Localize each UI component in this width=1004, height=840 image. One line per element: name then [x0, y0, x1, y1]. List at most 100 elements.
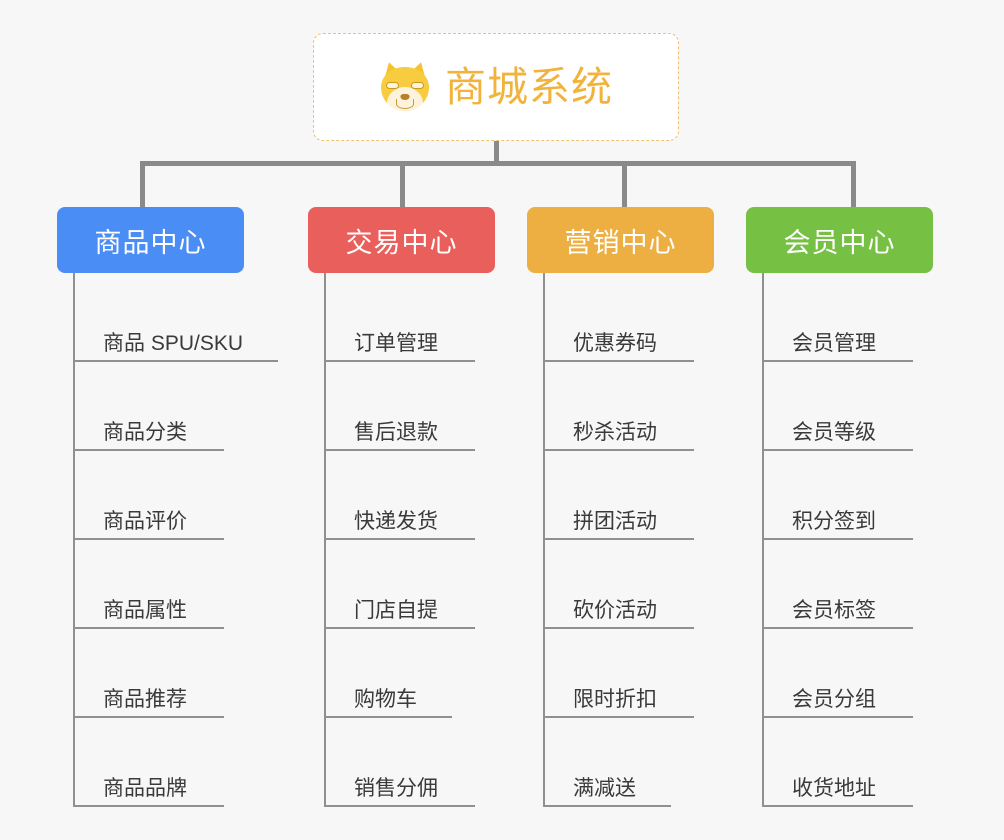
list-item[interactable]: 售后退款 — [324, 362, 543, 451]
root-node[interactable]: 商城系统 — [313, 33, 679, 141]
list-item[interactable]: 会员分组 — [762, 629, 981, 718]
leaf-underline — [543, 538, 694, 540]
list-item[interactable]: 订单管理 — [324, 273, 543, 362]
list-item[interactable]: 会员管理 — [762, 273, 981, 362]
category-title-1: 商品中心 — [94, 227, 207, 258]
connector-drop-2 — [400, 161, 405, 207]
leaf-underline — [73, 716, 224, 718]
category-header-4[interactable]: 会员中心 — [746, 207, 933, 273]
column-spine-2 — [324, 273, 326, 807]
leaf-underline — [762, 360, 913, 362]
leaf-label: 会员分组 — [792, 687, 876, 711]
dog-nose-icon — [400, 94, 410, 100]
dog-eye-left-icon — [386, 82, 399, 89]
list-item[interactable]: 购物车 — [324, 629, 543, 718]
leaf-underline — [543, 716, 694, 718]
list-item[interactable]: 门店自提 — [324, 540, 543, 629]
list-item[interactable]: 收货地址 — [762, 718, 981, 807]
leaf-label: 售后退款 — [354, 420, 438, 444]
connector-drop-1 — [140, 161, 145, 207]
dog-eye-right-icon — [411, 82, 424, 89]
dog-head-icon — [381, 67, 429, 111]
list-item[interactable]: 商品推荐 — [73, 629, 292, 718]
leaf-underline — [762, 716, 913, 718]
leaf-label: 门店自提 — [354, 598, 438, 622]
list-item[interactable]: 优惠券码 — [543, 273, 762, 362]
leaf-underline — [543, 627, 694, 629]
category-title-3: 营销中心 — [564, 227, 677, 258]
leaf-label: 商品 SPU/SKU — [103, 331, 244, 355]
leaf-label: 商品属性 — [103, 598, 187, 622]
list-item[interactable]: 秒杀活动 — [543, 362, 762, 451]
leaf-underline — [762, 449, 913, 451]
leaf-underline — [324, 538, 475, 540]
list-item[interactable]: 限时折扣 — [543, 629, 762, 718]
leaf-underline — [543, 360, 694, 362]
leaf-underline — [73, 627, 224, 629]
dog-mouth-icon — [396, 99, 414, 109]
leaf-underline — [73, 449, 224, 451]
leaf-label: 快递发货 — [354, 509, 438, 533]
leaf-label: 商品分类 — [103, 420, 187, 444]
leaf-underline — [73, 360, 278, 362]
category-title-4: 会员中心 — [783, 227, 896, 258]
leaf-list-1: 商品 SPU/SKU 商品分类 商品评价 商品属性 商品推荐 商品品牌 — [73, 273, 292, 807]
leaf-list-2: 订单管理 售后退款 快递发货 门店自提 购物车 销售分佣 — [324, 273, 543, 807]
leaf-underline — [324, 805, 475, 807]
leaf-underline — [73, 538, 224, 540]
leaf-label: 限时折扣 — [573, 687, 657, 711]
leaf-underline — [543, 449, 694, 451]
connector-drop-3 — [622, 161, 627, 207]
leaf-label: 订单管理 — [354, 331, 438, 355]
leaf-underline — [324, 360, 475, 362]
leaf-underline — [73, 805, 224, 807]
list-item[interactable]: 拼团活动 — [543, 451, 762, 540]
leaf-label: 会员管理 — [792, 331, 876, 355]
leaf-underline — [324, 449, 475, 451]
category-header-1[interactable]: 商品中心 — [57, 207, 244, 273]
leaf-label: 商品评价 — [103, 509, 187, 533]
category-header-3[interactable]: 营销中心 — [527, 207, 714, 273]
list-item[interactable]: 商品品牌 — [73, 718, 292, 807]
leaf-list-3: 优惠券码 秒杀活动 拼团活动 砍价活动 限时折扣 满减送 — [543, 273, 762, 807]
list-item[interactable]: 积分签到 — [762, 451, 981, 540]
category-header-2[interactable]: 交易中心 — [308, 207, 495, 273]
leaf-label: 会员标签 — [792, 598, 876, 622]
leaf-label: 会员等级 — [792, 420, 876, 444]
leaf-underline — [324, 716, 452, 718]
leaf-label: 商品品牌 — [103, 776, 187, 800]
list-item[interactable]: 会员等级 — [762, 362, 981, 451]
column-spine-3 — [543, 273, 545, 807]
list-item[interactable]: 砍价活动 — [543, 540, 762, 629]
leaf-label: 秒杀活动 — [573, 420, 657, 444]
connector-root-stem — [494, 141, 499, 165]
leaf-underline — [762, 627, 913, 629]
leaf-underline — [762, 538, 913, 540]
leaf-underline — [762, 805, 913, 807]
leaf-label: 积分签到 — [792, 509, 876, 533]
leaf-label: 销售分佣 — [354, 776, 438, 800]
leaf-label: 收货地址 — [792, 776, 876, 800]
shiba-dog-icon — [379, 59, 431, 113]
list-item[interactable]: 商品分类 — [73, 362, 292, 451]
leaf-underline — [324, 627, 475, 629]
list-item[interactable]: 商品评价 — [73, 451, 292, 540]
root-title: 商城系统 — [445, 63, 613, 110]
leaf-list-4: 会员管理 会员等级 积分签到 会员标签 会员分组 收货地址 — [762, 273, 981, 807]
list-item[interactable]: 会员标签 — [762, 540, 981, 629]
connector-drop-4 — [851, 161, 856, 207]
list-item[interactable]: 满减送 — [543, 718, 762, 807]
leaf-label: 购物车 — [354, 687, 417, 711]
list-item[interactable]: 快递发货 — [324, 451, 543, 540]
column-spine-1 — [73, 273, 75, 807]
list-item[interactable]: 商品属性 — [73, 540, 292, 629]
leaf-label: 商品推荐 — [103, 687, 187, 711]
leaf-label: 砍价活动 — [573, 598, 657, 622]
category-title-2: 交易中心 — [345, 227, 458, 258]
column-spine-4 — [762, 273, 764, 807]
connector-horizontal-bus — [140, 161, 856, 166]
list-item[interactable]: 商品 SPU/SKU — [73, 273, 292, 362]
leaf-label: 满减送 — [573, 776, 636, 800]
list-item[interactable]: 销售分佣 — [324, 718, 543, 807]
